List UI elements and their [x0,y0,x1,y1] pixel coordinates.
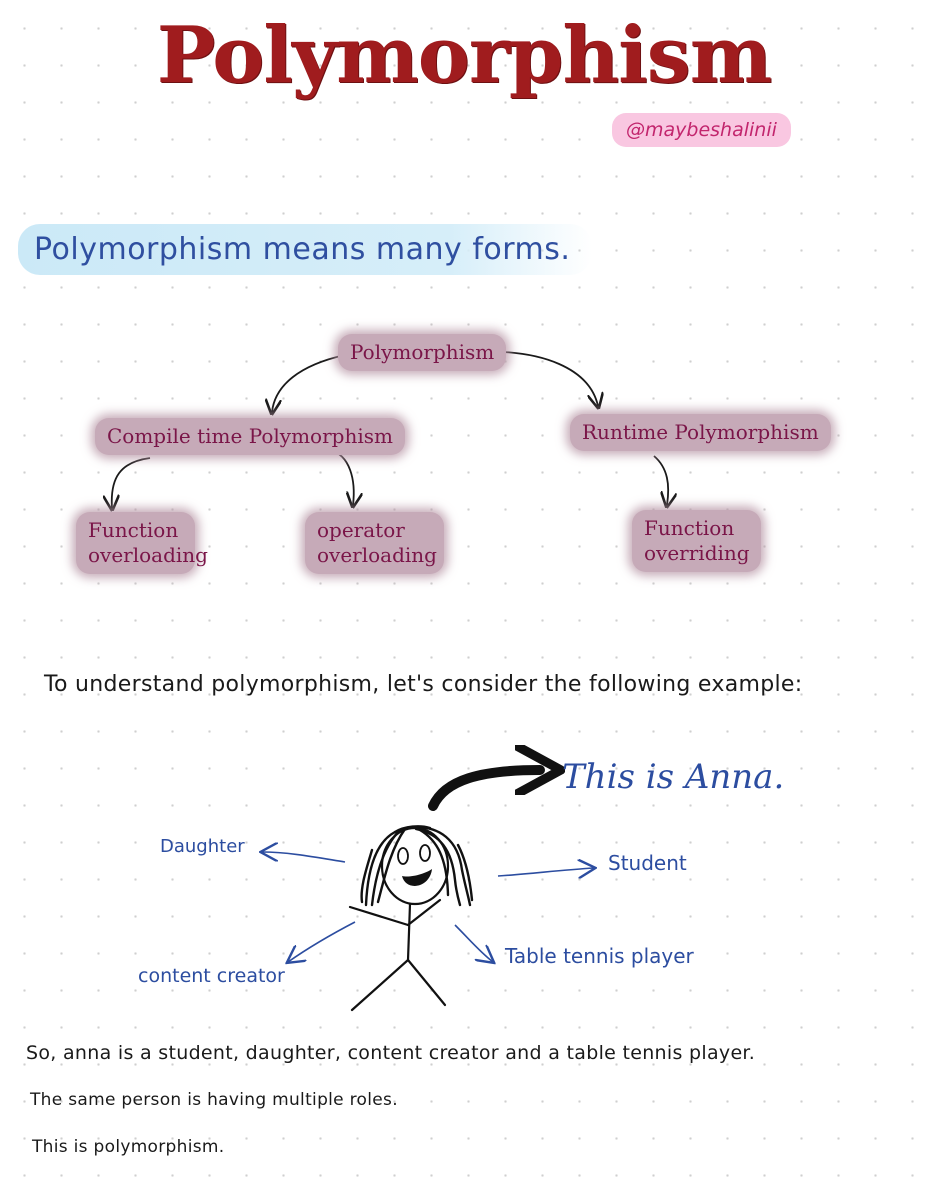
stick-figure-hair [360,825,474,907]
arrow-to-content-creator [288,921,356,962]
stick-figure-eye-left [397,847,409,865]
arrow-to-student [497,868,594,876]
big-arrow [428,770,540,811]
stick-figure-eye-right [419,844,431,862]
page-title: Polymorphism [156,10,773,101]
node-polymorphism: Polymorphism [338,334,507,371]
arrow-to-daughter [262,852,346,863]
node-function-overloading: Function overloading [76,512,208,574]
role-table-tennis-player: Table tennis player [505,944,694,968]
node-function-overriding: Function overriding [632,510,761,572]
node-compile-time: Compile time Polymorphism [95,418,405,455]
role-content-creator: content creator [138,965,285,987]
intro-text: To understand polymorphism, let's consid… [44,672,803,697]
role-student: Student [608,851,687,875]
author-handle: @maybeshalinii [612,113,791,147]
arrow-compile-to-fov [112,457,151,508]
conclusion-line-2: The same person is having multiple roles… [30,1090,398,1110]
stick-figure-smile [402,869,432,886]
conclusion-line-3: This is polymorphism. [32,1137,225,1157]
arrow-runtime-to-fovr [653,455,668,505]
node-operator-overloading: operator overloading [305,512,444,574]
stick-figure-head [380,826,450,906]
definition-text: Polymorphism means many forms. [18,224,593,275]
anna-heading: This is Anna. [562,757,785,797]
arrow-to-table-tennis [454,924,493,962]
arrow-root-to-compile [272,354,346,412]
conclusion-line-1: So, anna is a student, daughter, content… [26,1042,756,1064]
stick-figure-body [348,898,447,1012]
role-daughter: Daughter [160,836,245,857]
node-runtime: Runtime Polymorphism [570,414,831,451]
